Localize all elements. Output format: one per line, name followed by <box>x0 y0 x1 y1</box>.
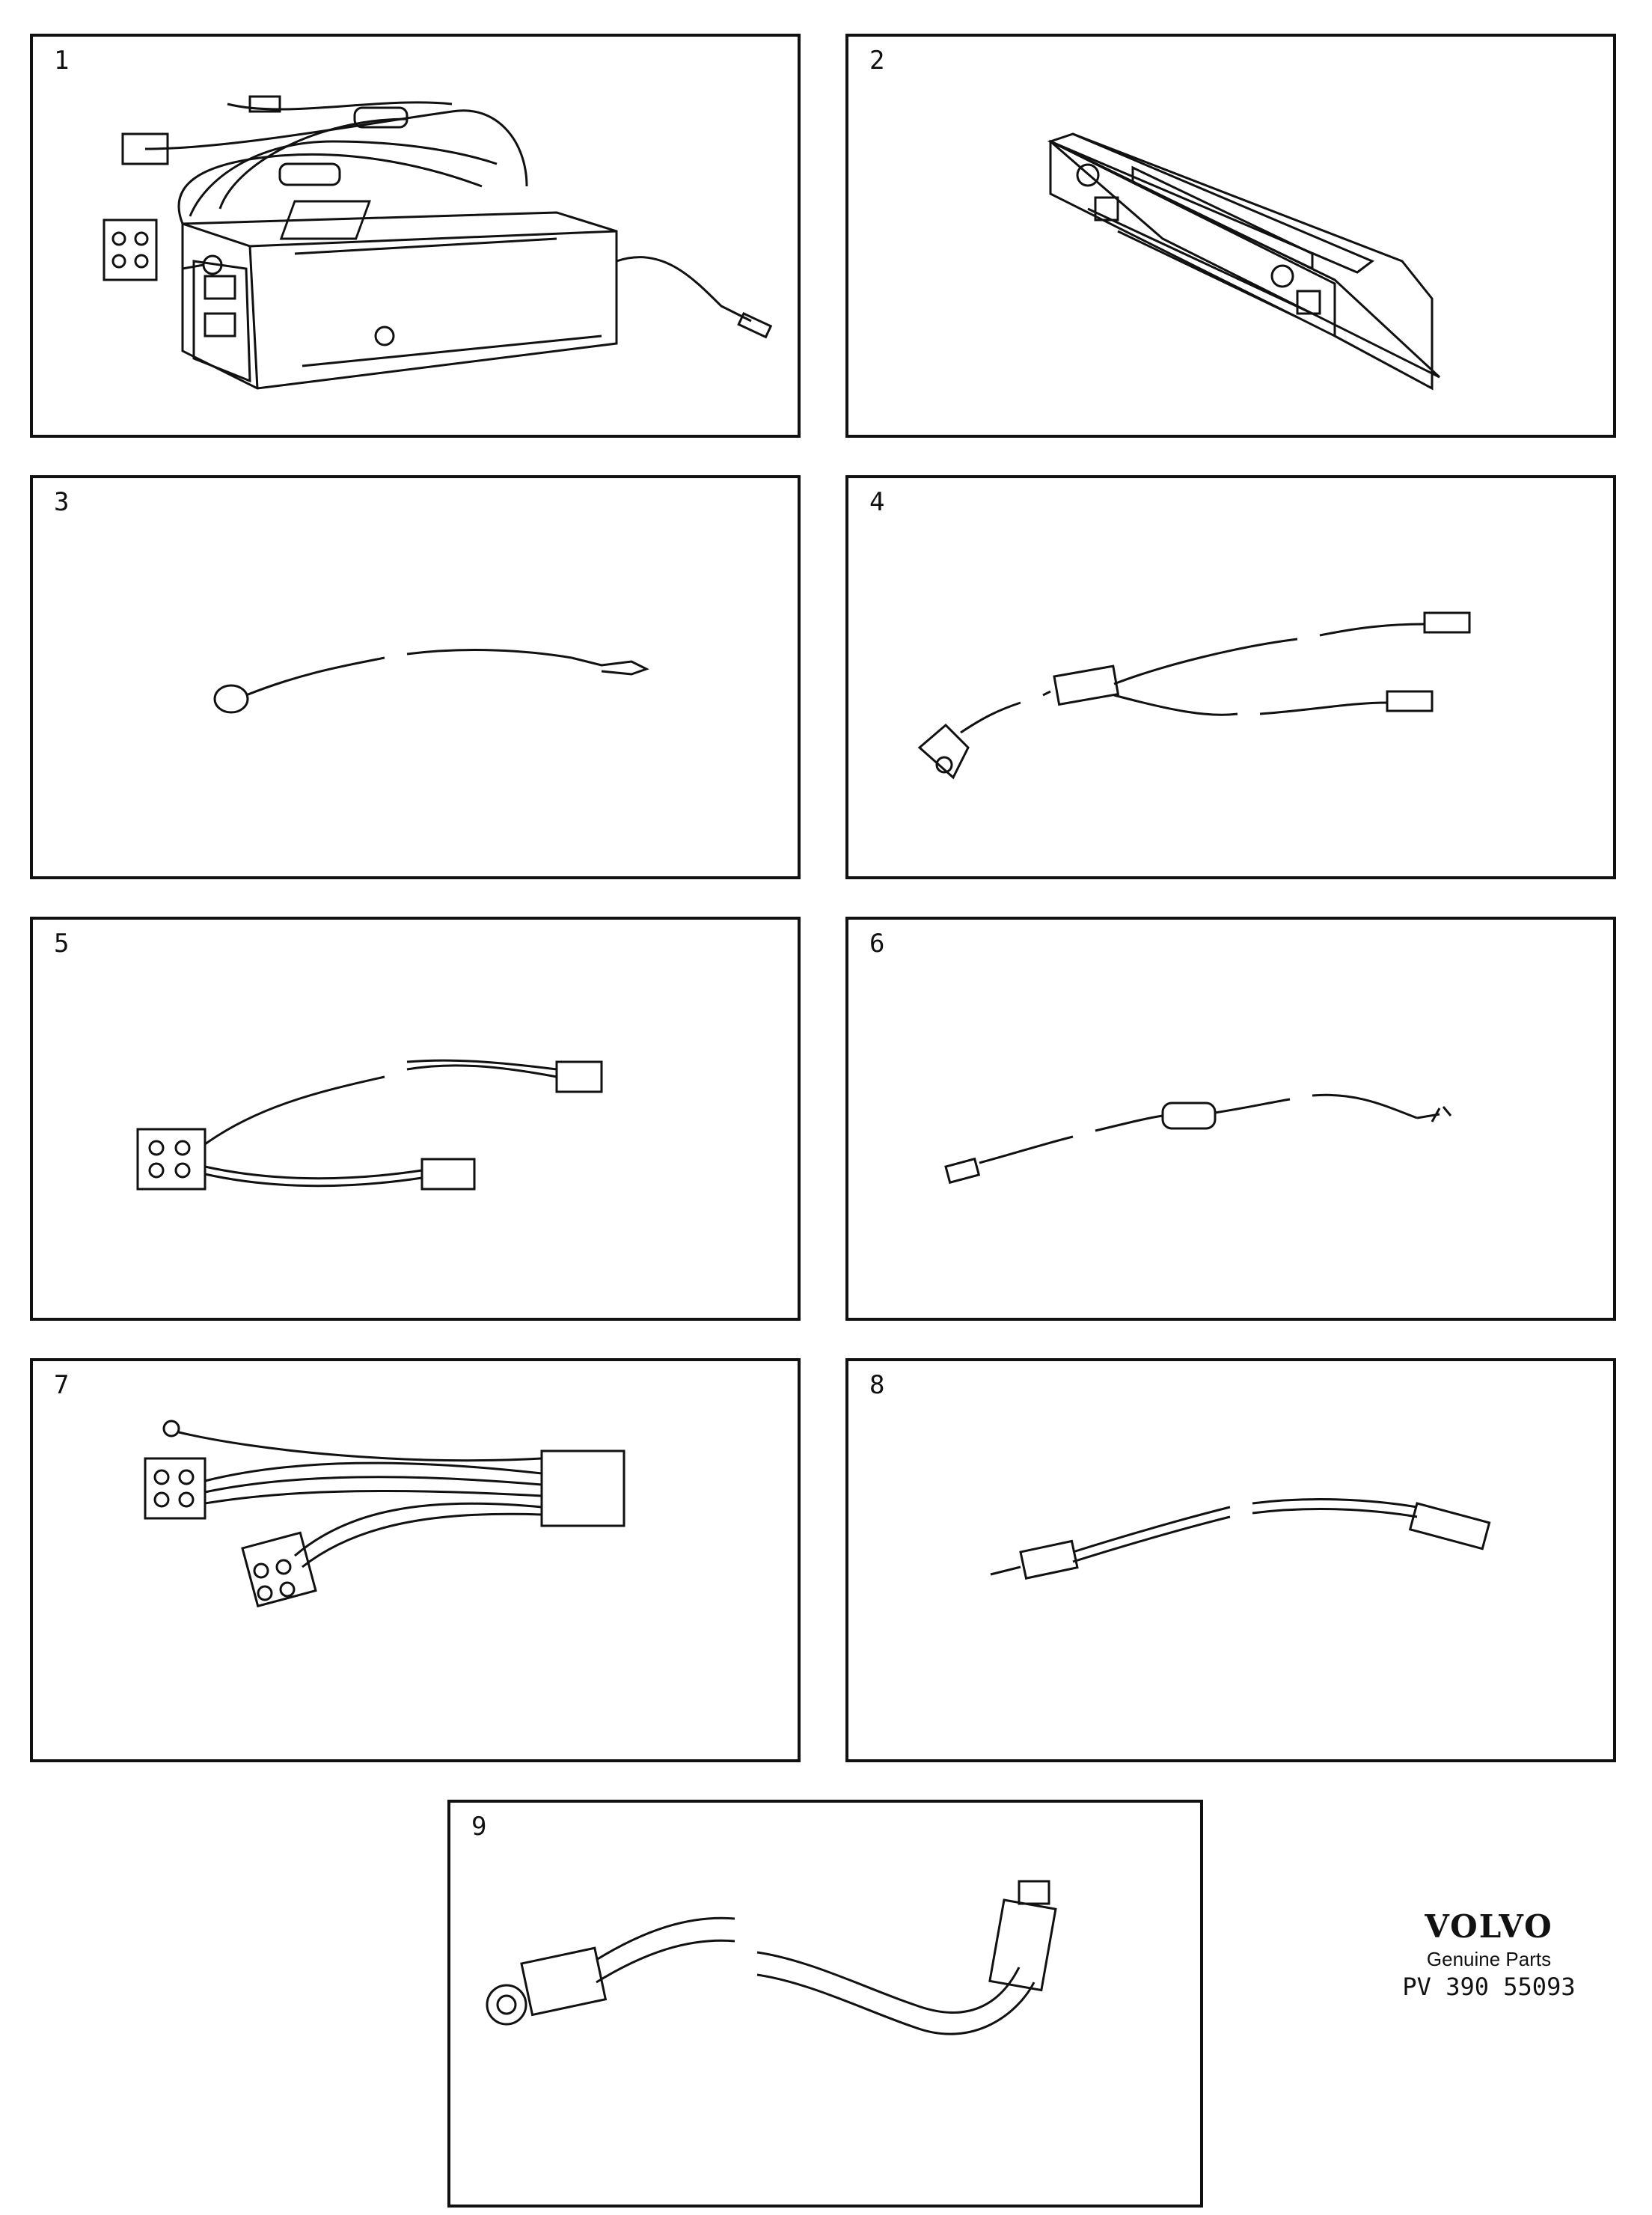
panel-1: 1 <box>30 34 801 438</box>
adapter-harness-illustration <box>144 1420 625 1608</box>
y-antenna-adapter-illustration <box>917 611 1471 780</box>
panel-number: 1 <box>54 46 70 76</box>
fascia-illustration <box>1047 132 1441 391</box>
radio-unit-illustration <box>103 95 773 390</box>
part-code: PV 390 55093 <box>1402 1973 1576 2001</box>
panel-number: 2 <box>869 46 885 76</box>
ground-lead-illustration <box>213 649 649 714</box>
panel-4: 4 <box>845 475 1616 879</box>
volvo-brand-block: VOLVO Genuine Parts PV 390 55093 <box>1384 1908 1594 2001</box>
panel-number: 3 <box>54 487 70 517</box>
panel-5: 5 <box>30 917 801 1321</box>
panel-3: 3 <box>30 475 801 879</box>
panel-6: 6 <box>845 917 1616 1321</box>
antenna-extension-illustration <box>990 1498 1491 1580</box>
panel-number: 8 <box>869 1370 885 1400</box>
din-cable-illustration <box>486 1880 1057 2035</box>
panel-number: 6 <box>869 929 885 959</box>
panel-7: 7 <box>30 1358 801 1762</box>
panel-number: 5 <box>54 929 70 959</box>
panel-2: 2 <box>845 34 1616 438</box>
panel-8: 8 <box>845 1358 1616 1762</box>
panel-number: 4 <box>869 487 885 517</box>
genuine-parts-label: Genuine Parts <box>1426 1948 1552 1970</box>
speaker-harness-illustration <box>136 1059 603 1191</box>
panel-number: 7 <box>54 1370 70 1400</box>
volvo-logo: VOLVO <box>1425 1908 1553 1945</box>
panel-number: 9 <box>471 1812 487 1842</box>
fused-power-lead-illustration <box>944 1093 1452 1185</box>
panel-9: 9 <box>447 1800 1203 2208</box>
